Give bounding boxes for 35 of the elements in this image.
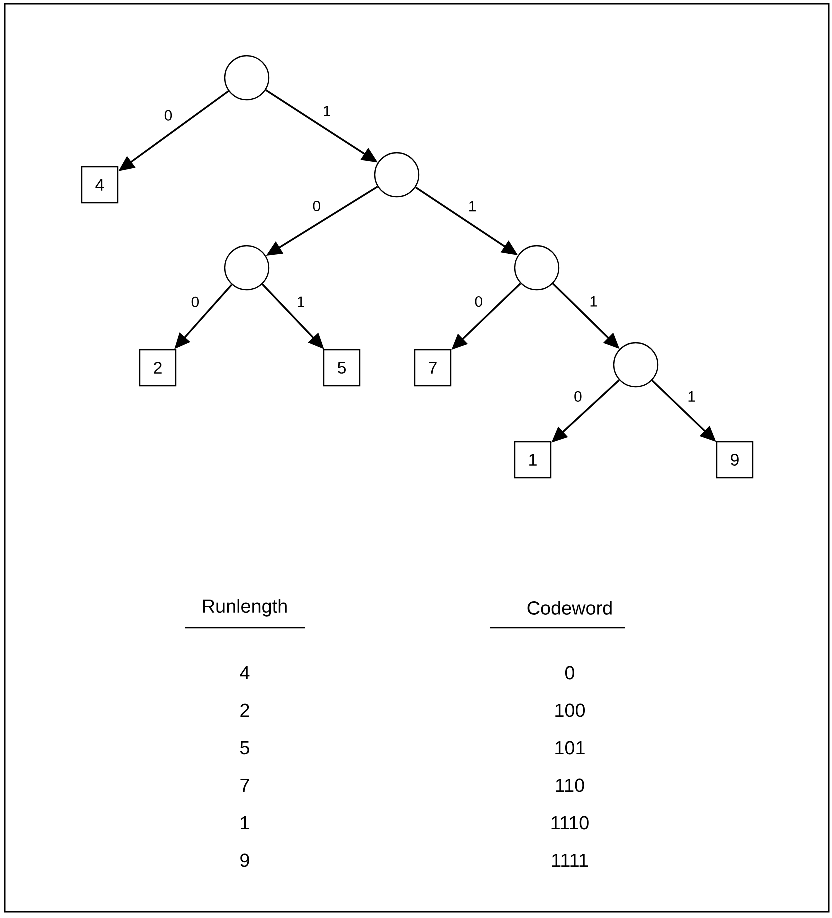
edge-label: 0 — [192, 296, 199, 308]
edge-label: 0 — [475, 296, 482, 308]
leaf-box: 9 — [716, 441, 754, 479]
tree-node — [224, 55, 270, 101]
tree-node — [374, 152, 420, 198]
table-cell: 0 — [565, 666, 575, 680]
table-cell: 9 — [240, 854, 250, 868]
leaf-box: 4 — [81, 166, 119, 204]
leaf-box: 2 — [139, 349, 177, 387]
table-cell: 101 — [556, 741, 585, 755]
table-cell: 7 — [240, 779, 250, 792]
tree-node — [613, 342, 659, 388]
table-cell: 1 — [241, 816, 250, 830]
table-cell: 4 — [240, 666, 250, 680]
edge-label: 0 — [313, 200, 320, 212]
leaf-box: 1 — [514, 441, 552, 479]
edge-label: 1 — [470, 201, 476, 212]
leaf-box: 7 — [414, 349, 452, 387]
edge-label: 1 — [590, 296, 598, 307]
edge-label: 1 — [324, 106, 330, 116]
table-cell: 110 — [556, 778, 584, 792]
table-cell: 5 — [240, 741, 250, 755]
leaf-box: 5 — [323, 349, 361, 387]
edge-label: 0 — [164, 110, 172, 121]
edge-label: 1 — [688, 392, 696, 402]
tree-node — [514, 245, 560, 291]
table-cell: 100 — [556, 704, 586, 718]
tree-node — [224, 245, 270, 291]
table-cell: 1110 — [552, 816, 589, 830]
column-header: Runlength — [203, 599, 287, 617]
table-cell: 2 — [240, 704, 250, 718]
edge-label: 0 — [574, 391, 582, 402]
table-cell: 1111 — [552, 854, 588, 868]
column-header: Codeword — [528, 601, 612, 615]
edge-label: 1 — [298, 296, 304, 308]
